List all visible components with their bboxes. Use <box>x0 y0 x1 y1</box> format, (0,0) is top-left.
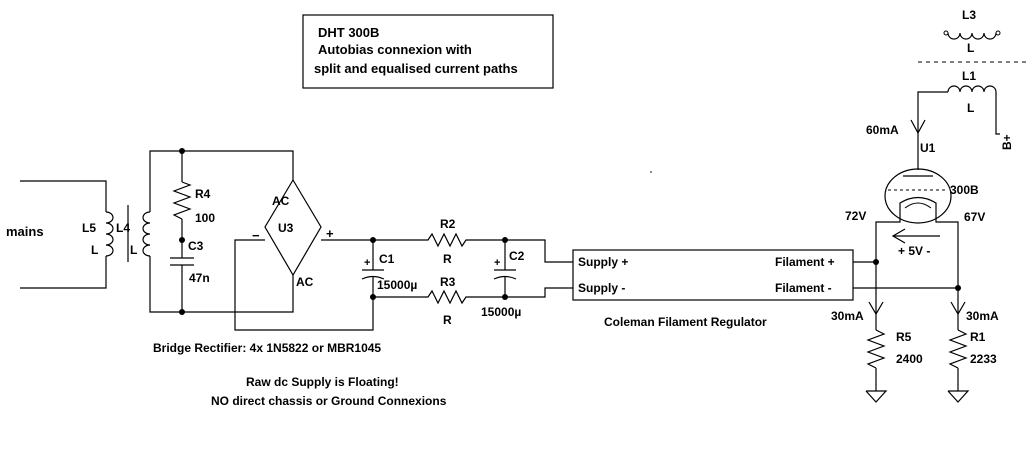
l3-value: L <box>967 41 974 55</box>
reg-supply-plus: Supply + <box>578 255 628 269</box>
c2-label: C2 <box>509 249 525 263</box>
plate-current-arrow: 60mA <box>866 119 926 170</box>
c3-label: C3 <box>188 239 204 253</box>
bridge-plus-label: + <box>326 226 334 241</box>
mains-label: mains <box>6 224 44 239</box>
c1-plus: + <box>364 257 370 269</box>
r4-value: 100 <box>195 211 215 225</box>
bridge-note: Bridge Rectifier: 4x 1N5822 or MBR1045 <box>153 341 381 355</box>
coleman-regulator: Supply + Supply - Filament + Filament - … <box>572 249 854 329</box>
ac-bottom-label: AC <box>296 275 314 289</box>
tube-type-label: 300B <box>950 183 979 197</box>
r4-resistor <box>172 181 192 220</box>
l4-value: L <box>130 243 137 257</box>
r1-value: 2233 <box>970 352 997 366</box>
r5-current-label: 30mA <box>831 309 864 323</box>
voltage-67v: 67V <box>964 210 985 224</box>
r2-label: R2 <box>440 217 456 231</box>
floating-note-1: Raw dc Supply is Floating! <box>246 375 399 389</box>
l4-winding <box>142 211 151 257</box>
r4-label: R4 <box>195 187 211 201</box>
l1-label: L1 <box>962 69 976 83</box>
r1-label: R1 <box>970 330 986 344</box>
title-line-3: split and equalised current paths <box>314 61 518 76</box>
ac-top-label: AC <box>272 194 290 208</box>
l4-label: L4 <box>116 221 130 235</box>
l5-winding <box>105 211 114 257</box>
u3-label: U3 <box>278 221 294 235</box>
inductor-l1: L1 L B+ <box>917 69 1014 150</box>
mains-transformer: mains L5 L L4 L <box>6 180 151 289</box>
resistor-r2-r3: R2 R R3 R <box>373 217 510 327</box>
filament-wiring: 72V 67V + 5V - <box>845 209 985 291</box>
voltage-72v: 72V <box>845 209 866 223</box>
tube-filament <box>899 196 937 212</box>
l5-label: L5 <box>82 221 96 235</box>
reg-filament-plus: Filament + <box>775 255 835 269</box>
c2-value: 15000µ <box>481 305 521 319</box>
reg-name: Coleman Filament Regulator <box>604 315 767 329</box>
resistor-r1: 30mA R1 2233 <box>947 288 999 403</box>
c2-plus: + <box>494 257 500 269</box>
title-box: DHT 300B Autobias connexion with split a… <box>302 14 554 89</box>
l1-value: L <box>967 101 974 115</box>
plate-current-label: 60mA <box>866 123 899 137</box>
reg-supply-minus: Supply - <box>578 281 625 295</box>
u1-label: U1 <box>920 141 936 155</box>
c3-value: 47n <box>189 271 210 285</box>
capacitor-c1: + C1 15000µ <box>361 237 417 300</box>
r3-label: R3 <box>440 275 456 289</box>
stray-dot <box>650 171 652 173</box>
l3-label: L3 <box>962 8 976 22</box>
secondary-wiring: R4 100 C3 47n <box>149 148 294 315</box>
r2-value: R <box>443 252 452 266</box>
bridge-rectifier-u3: AC AC U3 − + <box>234 178 374 331</box>
l5-value: L <box>91 243 98 257</box>
r5-label: R5 <box>896 330 912 344</box>
tube-300b-u1: U1 300B <box>884 141 979 224</box>
capacitor-c2: + C2 15000µ <box>481 237 573 319</box>
c1-value: 15000µ <box>377 278 417 292</box>
title-line-2: Autobias connexion with <box>318 42 472 57</box>
bplus-label: B+ <box>1000 134 1014 150</box>
r5-value: 2400 <box>896 352 923 366</box>
floating-note-2: NO direct chassis or Ground Connexions <box>211 394 447 408</box>
reg-filament-minus: Filament - <box>775 281 832 295</box>
r3-value: R <box>443 313 452 327</box>
inductor-l3: L3 L <box>943 8 1001 55</box>
c1-label: C1 <box>379 252 395 266</box>
title-line-1: DHT 300B <box>318 25 379 40</box>
filament-voltage-label: + 5V - <box>898 244 930 258</box>
bridge-minus-label: − <box>252 228 260 243</box>
resistor-r5: 30mA R5 2400 <box>831 262 923 403</box>
r1-current-label: 30mA <box>966 309 999 323</box>
